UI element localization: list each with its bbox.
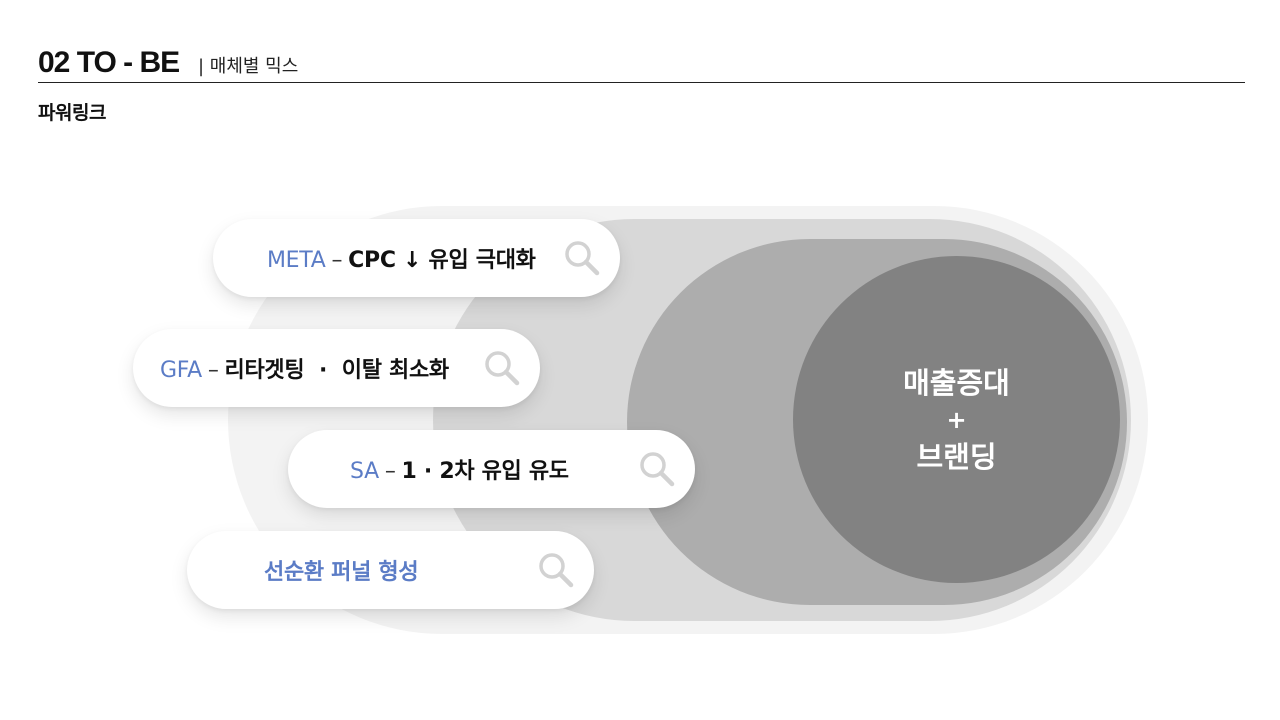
channel-pill-gfa: GFA–리타겟팅 · 이탈 최소화	[133, 329, 540, 407]
pill-text: 1 · 2차 유입 유도	[401, 459, 570, 484]
diagram-core-circle	[793, 256, 1120, 583]
core-label: 매출증대 + 브랜딩	[793, 256, 1120, 583]
search-icon	[485, 351, 520, 386]
pill-label: GFA–리타겟팅 · 이탈 최소화	[160, 352, 449, 384]
channel-pill-sa: SA–1 · 2차 유입 유도	[288, 430, 695, 508]
pill-text: 리타겟팅 · 이탈 최소화	[224, 358, 450, 383]
pill-text: 선순환 퍼널 형성	[264, 560, 419, 585]
section-title: 파워링크	[38, 102, 106, 124]
slide-title: 02 TO - BE	[38, 46, 180, 79]
pill-text: CPC ↓ 유입 극대화	[348, 248, 536, 273]
pill-dash: –	[384, 459, 396, 484]
pill-tag: META	[267, 248, 326, 273]
pill-dash: –	[207, 358, 219, 383]
channel-pill-funnel: 선순환 퍼널 형성	[187, 531, 594, 609]
search-icon	[539, 553, 574, 588]
core-label-line2: 브랜딩	[916, 439, 997, 474]
pill-dash: –	[331, 248, 343, 273]
core-label-line1: 매출증대	[903, 365, 1010, 400]
pill-tag: GFA	[160, 358, 202, 383]
pill-label: META–CPC ↓ 유입 극대화	[267, 242, 536, 274]
pill-label: 선순환 퍼널 형성	[264, 554, 419, 586]
pill-label: SA–1 · 2차 유입 유도	[350, 453, 569, 485]
pill-tag: SA	[350, 459, 379, 484]
core-label-plus: +	[946, 405, 967, 434]
slide-subtitle: | 매체별 믹스	[198, 56, 299, 77]
search-icon	[565, 241, 600, 276]
search-icon	[640, 452, 675, 487]
channel-pill-meta: META–CPC ↓ 유입 극대화	[213, 219, 620, 297]
slide-header: 02 TO - BE | 매체별 믹스	[38, 44, 1245, 83]
